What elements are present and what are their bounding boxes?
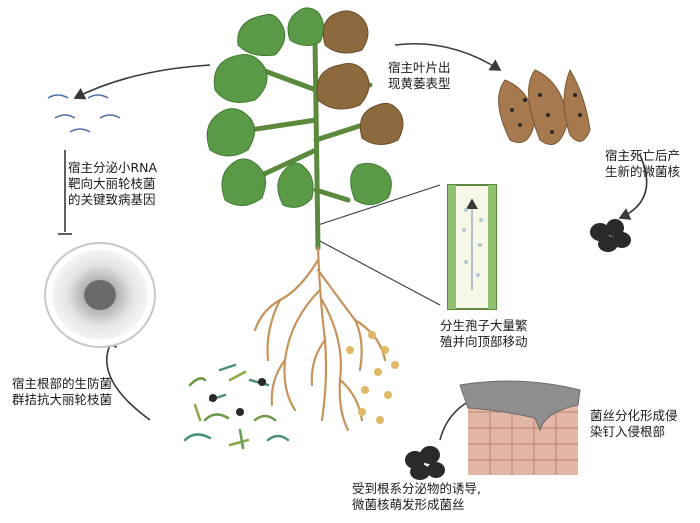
inhibit-antagonism-to-fungus <box>106 344 151 421</box>
leaf-right-lower <box>350 162 392 205</box>
srna-molecules <box>47 94 121 133</box>
leaf-brown-mid <box>316 63 370 110</box>
hypha-mass <box>459 380 581 432</box>
label-antagonism: 宿主根部的生防菌 群拮抗大丽轮枝菌 <box>12 376 116 407</box>
new-microsclerotia <box>590 219 631 252</box>
label-spores: 分生孢子大量繁 殖并向顶部移动 <box>440 318 532 349</box>
cycle-arrows <box>58 42 648 441</box>
dead-leaf-3 <box>563 68 591 142</box>
vascular-section <box>447 184 497 310</box>
biocontrol-microbes <box>183 363 290 450</box>
biocontrol-dots <box>209 378 266 416</box>
callout-lines <box>317 184 441 306</box>
conidia-dots <box>346 331 399 424</box>
leaf-left <box>206 108 255 157</box>
dead-leaf-2 <box>528 69 569 145</box>
wilted-leaves <box>316 10 404 145</box>
leaf-mid-left <box>213 54 268 103</box>
plant-roots <box>253 246 387 432</box>
leaf-top-center <box>287 7 324 46</box>
leaf-brown-right <box>359 102 404 145</box>
label-microsclerotia-new: 宿主死亡后产 生新的微菌核 <box>605 148 684 179</box>
leaf-lower-left <box>221 158 266 206</box>
leaf-brown-top <box>322 10 369 54</box>
root-tissue <box>459 380 581 475</box>
germinating-microsclerotia <box>405 446 445 480</box>
leaf-top-left <box>237 14 286 56</box>
label-srna: 宿主分泌小RNA 靶向大丽轮枝菌 的关键致病基因 <box>68 160 161 207</box>
host-plant <box>183 7 404 450</box>
label-hyphae: 菌丝分化形成侵 染钉入侵根部 <box>590 408 682 439</box>
label-germination: 受到根系分泌物的诱导, 微菌核萌发形成菌丝 <box>352 481 485 512</box>
green-leaves <box>206 7 392 208</box>
label-yellowing: 宿主叶片出 现黄萎表型 <box>388 60 455 91</box>
arrow-dead-leaf-to-sclerotia <box>618 154 648 220</box>
dead-leaf-1 <box>498 79 536 143</box>
dead-leaf-specks <box>510 93 582 134</box>
dead-leaves <box>498 68 591 145</box>
fungus-petri-dish <box>44 242 156 348</box>
leaf-center-lower <box>277 162 314 208</box>
arrow-plant-to-srna <box>73 64 211 100</box>
text-labels: 宿主叶片出 现黄萎表型 宿主死亡后产 生新的微菌核 分生孢子大量繁 殖并向顶部移… <box>12 60 684 512</box>
arrow-plant-to-yellowing <box>394 42 502 71</box>
